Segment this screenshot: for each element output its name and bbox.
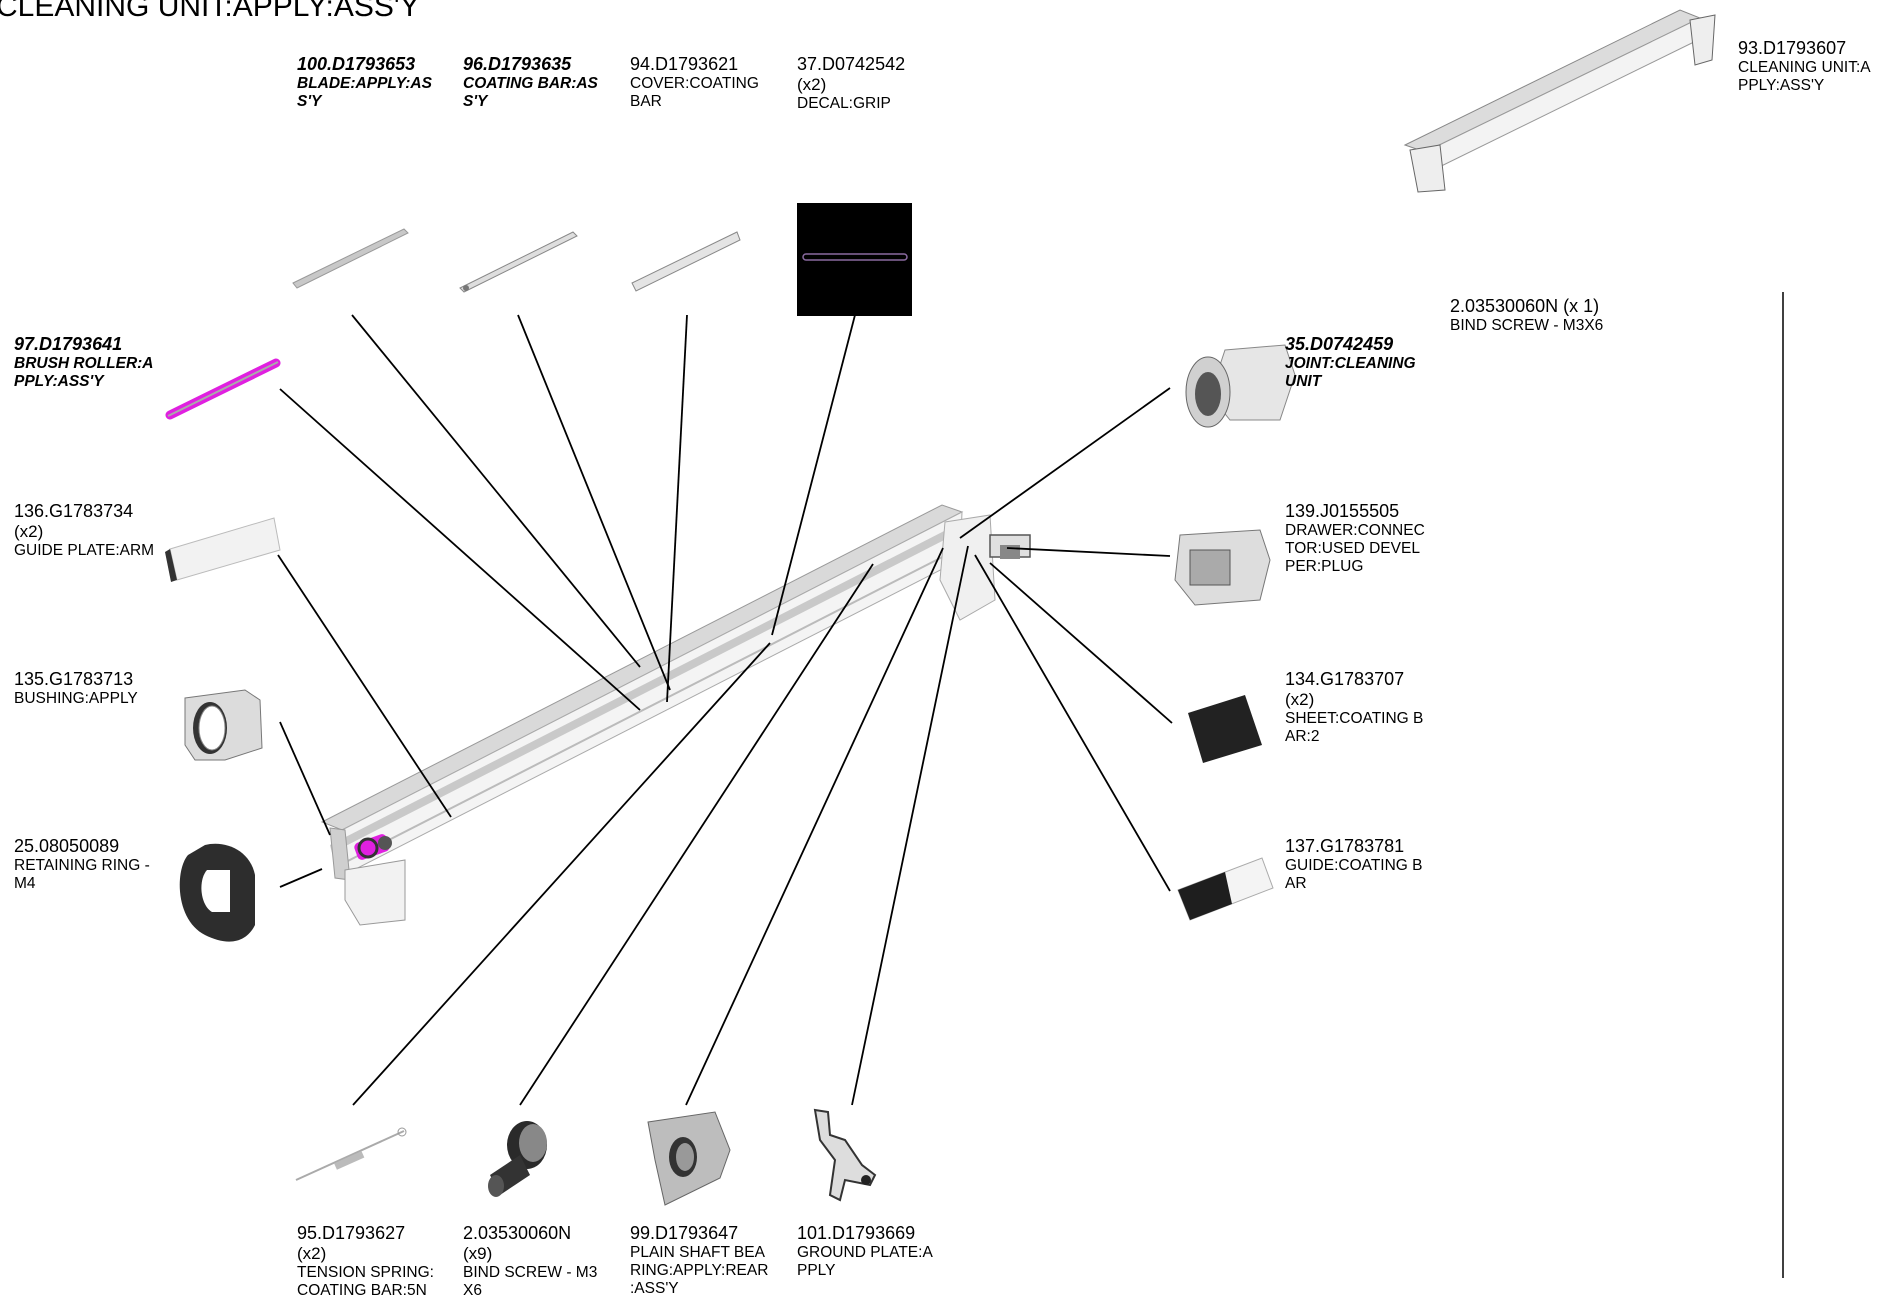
part-number: 100.D1793653 (297, 54, 416, 74)
bind-screw-drawing (488, 1121, 547, 1197)
main-cleaning-unit-drawing (320, 504, 1031, 926)
plain-shaft-bearing-drawing (647, 1111, 731, 1206)
part-number: 94.D1793621 (630, 54, 739, 74)
decal-grip-drawing (797, 203, 912, 316)
part-description: BLADE:APPLY:AS S'Y (297, 75, 432, 110)
part-description: SHEET:COATING B AR:2 (1285, 710, 1424, 745)
guide-plate-arm-drawing (165, 517, 281, 582)
label-part-2-screw-top: 2.03530060N (x 1) BIND SCREW - M3X6 (1450, 296, 1710, 335)
part-number: 2.03530060N (463, 1223, 572, 1243)
part-description: BIND SCREW - M3X6 (1450, 317, 1604, 334)
label-part-94: 94.D1793621 COVER:COATING BAR (630, 54, 790, 111)
bushing-drawing (184, 689, 263, 761)
part-quantity: (x2) (14, 522, 44, 541)
part-number: 95.D1793627 (297, 1223, 406, 1243)
cover-coating-bar-part-drawing (631, 231, 741, 292)
part-description: BIND SCREW - M3 X6 (463, 1264, 598, 1299)
brush-roller-drawing (165, 358, 281, 420)
part-number: 99.D1793647 (630, 1223, 739, 1243)
label-part-25: 25.08050089 RETAINING RING - M4 (14, 836, 184, 893)
joint-cleaning-unit-drawing (1185, 344, 1296, 428)
part-number: 37.D0742542 (797, 54, 906, 74)
part-description: DRAWER:CONNEC TOR:USED DEVEL PER:PLUG (1285, 522, 1425, 575)
part-description: RETAINING RING - M4 (14, 857, 150, 892)
part-description: GUIDE:COATING B AR (1285, 857, 1423, 892)
page-title: CLEANING UNIT:APPLY:ASS'Y (0, 0, 420, 23)
part-description: COVER:COATING BAR (630, 75, 759, 110)
part-quantity: (x2) (297, 1244, 327, 1263)
part-number: 101.D1793669 (797, 1223, 916, 1243)
blade-part-drawing (292, 228, 409, 289)
part-number: 136.G1783734 (14, 501, 134, 521)
label-part-139: 139.J0155505 DRAWER:CONNEC TOR:USED DEVE… (1285, 501, 1455, 576)
label-part-97: 97.D1793641 BRUSH ROLLER:A PPLY:ASS'Y (14, 334, 174, 391)
part-number: 25.08050089 (14, 836, 120, 856)
part-number: 35.D0742459 (1285, 334, 1394, 354)
part-number: 135.G1783713 (14, 669, 134, 689)
label-part-95: 95.D1793627 (x2) TENSION SPRING: COATING… (297, 1223, 462, 1300)
tension-spring-drawing (295, 1127, 407, 1181)
part-number: 93.D1793607 (1738, 38, 1847, 58)
part-description: BRUSH ROLLER:A PPLY:ASS'Y (14, 355, 154, 390)
part-description: TENSION SPRING: COATING BAR:5N (297, 1264, 434, 1299)
assembled-unit-thumbnail (1403, 9, 1716, 193)
label-part-137: 137.G1783781 GUIDE:COATING B AR (1285, 836, 1455, 893)
part-number: 139.J0155505 (1285, 501, 1400, 521)
ground-plate-drawing (813, 1108, 877, 1202)
part-description: JOINT:CLEANING UNIT (1285, 355, 1416, 390)
label-part-134: 134.G1783707 (x2) SHEET:COATING B AR:2 (1285, 669, 1455, 746)
label-part-2-screw-bottom: 2.03530060N (x9) BIND SCREW - M3 X6 (463, 1223, 623, 1300)
part-description: PLAIN SHAFT BEA RING:APPLY:REAR :ASS'Y (630, 1244, 769, 1297)
part-description: GROUND PLATE:A PPLY (797, 1244, 933, 1279)
part-number: 97.D1793641 (14, 334, 123, 354)
part-number: 96.D1793635 (463, 54, 572, 74)
sheet-coating-bar-drawing (1188, 695, 1262, 763)
part-number: 134.G1783707 (1285, 669, 1405, 689)
label-part-37: 37.D0742542 (x2) DECAL:GRIP (797, 54, 957, 113)
part-quantity: (x2) (1285, 690, 1315, 709)
label-part-93: 93.D1793607 CLEANING UNIT:A PPLY:ASS'Y (1738, 38, 1878, 95)
label-part-135: 135.G1783713 BUSHING:APPLY (14, 669, 184, 708)
label-part-100: 100.D1793653 BLADE:APPLY:AS S'Y (297, 54, 457, 111)
part-description: COATING BAR:AS S'Y (463, 75, 598, 110)
part-number: 137.G1783781 (1285, 836, 1405, 856)
part-description: BUSHING:APPLY (14, 690, 138, 707)
leader-lines (277, 314, 1173, 1106)
part-quantity: (x2) (797, 75, 827, 94)
label-part-96: 96.D1793635 COATING BAR:AS S'Y (463, 54, 623, 111)
part-description: DECAL:GRIP (797, 95, 891, 112)
retaining-ring-drawing (179, 843, 255, 942)
label-part-136: 136.G1783734 (x2) GUIDE PLATE:ARM (14, 501, 184, 560)
part-quantity: (x9) (463, 1244, 493, 1263)
label-part-99: 99.D1793647 PLAIN SHAFT BEA RING:APPLY:R… (630, 1223, 790, 1298)
label-part-35: 35.D0742459 JOINT:CLEANING UNIT (1285, 334, 1455, 391)
guide-coating-bar-drawing (1177, 857, 1274, 921)
part-description: GUIDE PLATE:ARM (14, 542, 155, 559)
coating-bar-part-drawing (459, 231, 578, 293)
connector-plug-drawing (1174, 529, 1271, 606)
part-number: 2.03530060N (x 1) (1450, 296, 1600, 316)
part-description: CLEANING UNIT:A PPLY:ASS'Y (1738, 59, 1871, 94)
label-part-101: 101.D1793669 GROUND PLATE:A PPLY (797, 1223, 957, 1280)
